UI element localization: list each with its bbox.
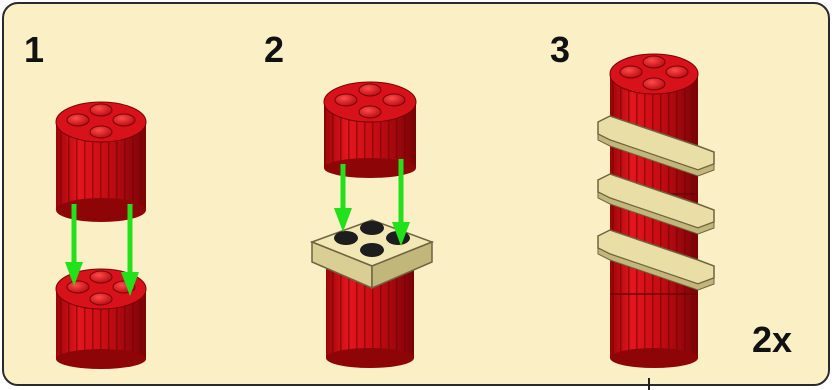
quantity-label: 2x (752, 319, 793, 360)
round-brick-icon (323, 81, 417, 178)
down-arrow-icon (121, 204, 139, 296)
tan-plate-icon (597, 229, 715, 291)
tan-plate-icon (597, 115, 715, 177)
step-3-number: 3 (550, 29, 571, 70)
tan-plate-icon (597, 173, 715, 235)
instruction-illustration (55, 53, 715, 369)
round-brick-icon (55, 101, 147, 222)
step-2-number: 2 (264, 29, 285, 70)
divider-tick (648, 378, 650, 390)
down-arrow-icon (334, 164, 352, 232)
step-1-number: 1 (24, 29, 45, 70)
down-arrow-icon (65, 204, 83, 286)
instruction-panel: 1 2 3 2x (2, 2, 830, 386)
down-arrow-icon (392, 159, 410, 246)
